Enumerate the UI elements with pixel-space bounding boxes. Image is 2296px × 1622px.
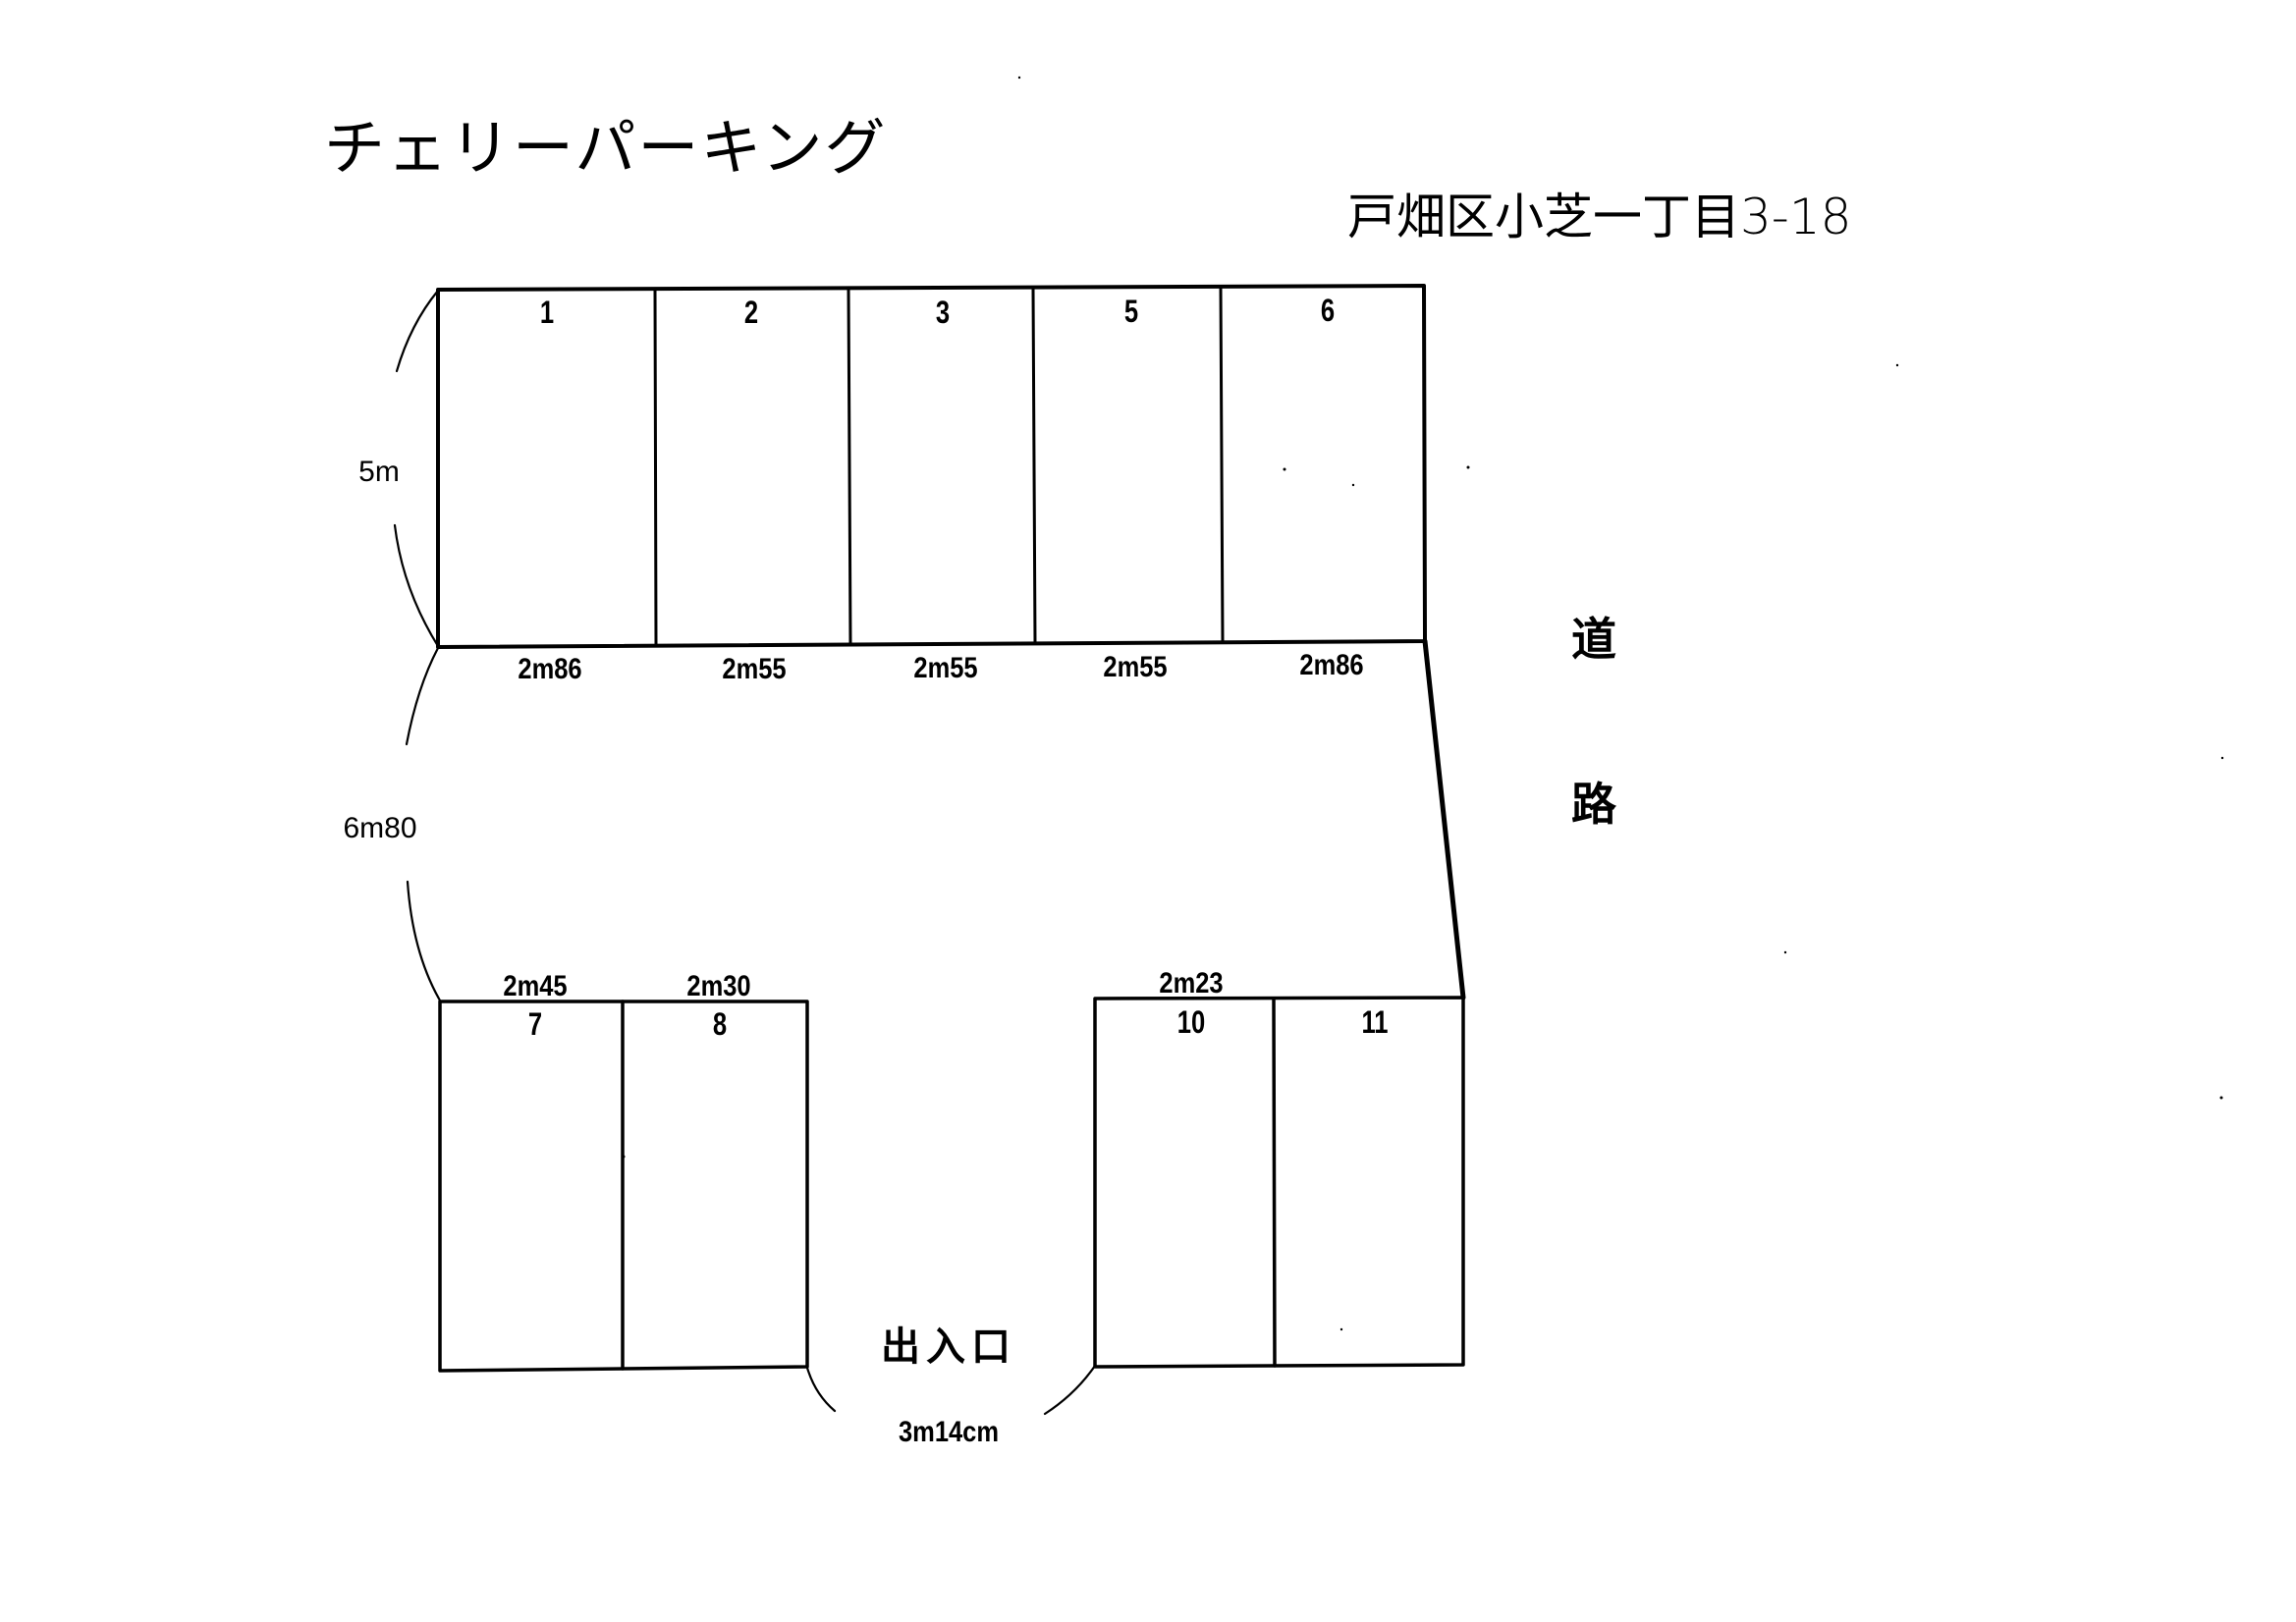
stall-width-6: 2m86 <box>1299 649 1364 681</box>
bottom-right-stalls <box>1093 996 1465 1369</box>
stall-width-3: 2m55 <box>913 652 978 684</box>
stall-number-3: 3 <box>935 295 951 330</box>
top-row-dividers <box>653 285 1225 648</box>
stall-number-2: 2 <box>743 295 759 330</box>
bottom-left-stalls <box>438 1000 809 1373</box>
stall-width-7: 2m45 <box>503 970 568 1002</box>
stall-number-1: 1 <box>539 295 555 330</box>
top-row-stalls <box>436 284 1427 649</box>
stall-depth-dimension: 5m <box>358 456 400 488</box>
stall-width-1: 2m86 <box>518 653 582 685</box>
road-boundary-line <box>1422 638 1466 1000</box>
stall-number-7: 7 <box>527 1006 543 1042</box>
stall-number-8: 8 <box>712 1006 728 1042</box>
lot-title: チェリーパーキング <box>324 112 888 184</box>
stall-width-5: 2m55 <box>1103 651 1168 683</box>
entrance-width-dimension: 3m14cm <box>898 1416 1000 1448</box>
scan-specks <box>622 76 2224 1331</box>
entrance-label: 出入口 <box>881 1325 1016 1370</box>
dimension-arcs <box>393 289 1097 1416</box>
aisle-width-dimension: 6m80 <box>343 812 417 844</box>
road-label-char-1: 道 <box>1571 613 1616 666</box>
stall-number-10: 10 <box>1176 1004 1206 1040</box>
stall-number-11: 11 <box>1361 1004 1389 1040</box>
road-label-char-2: 路 <box>1571 778 1616 831</box>
stall-width-2: 2m55 <box>722 653 787 685</box>
stall-number-5: 5 <box>1123 294 1139 329</box>
stall-width-10: 2m23 <box>1159 967 1224 1000</box>
stall-width-8: 2m30 <box>686 970 751 1002</box>
lot-address: 戸畑区小芝一丁目3-18 <box>1347 189 1852 245</box>
stall-number-6: 6 <box>1320 293 1336 328</box>
